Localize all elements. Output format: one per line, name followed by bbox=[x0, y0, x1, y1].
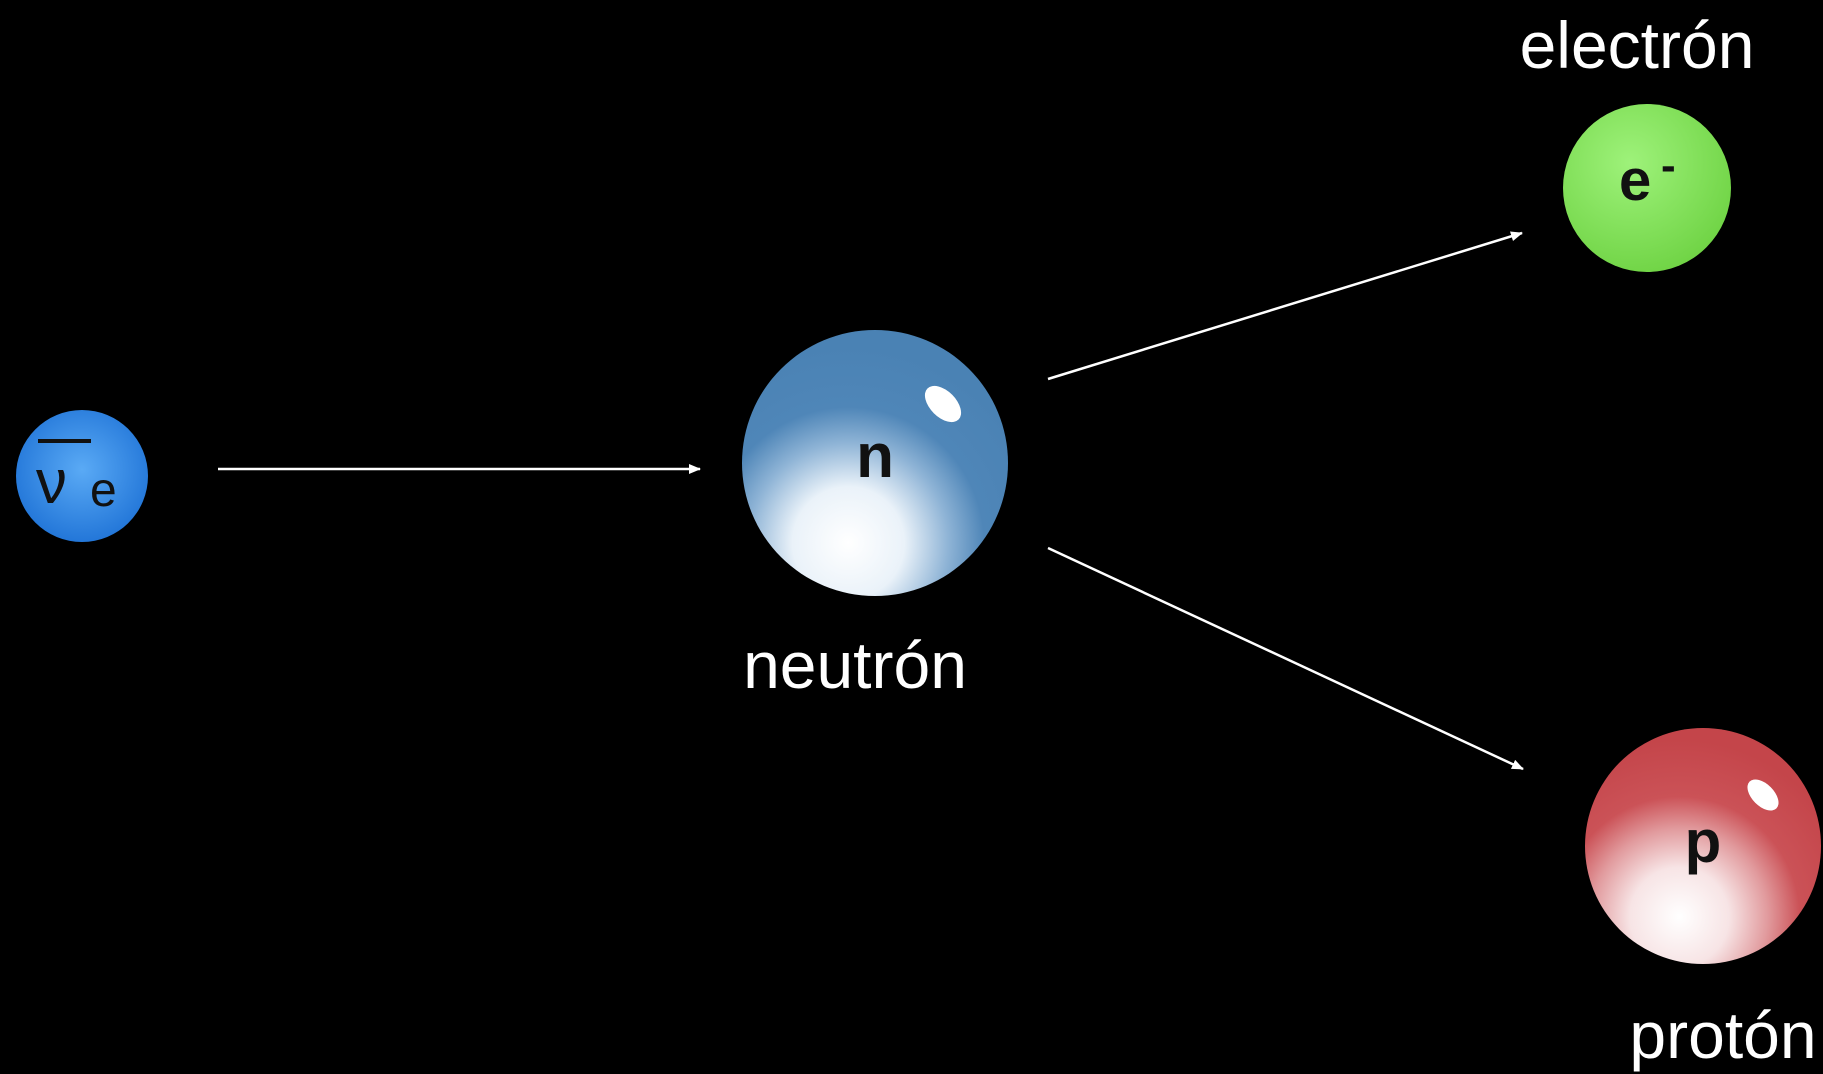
neutron-particle: n bbox=[742, 330, 1008, 596]
electron-symbol: e bbox=[1619, 148, 1651, 213]
neutron-symbol: n bbox=[856, 422, 894, 491]
electron-particle: e - bbox=[1563, 104, 1731, 272]
electron-label: electrón bbox=[1520, 8, 1755, 82]
antineutrino-symbol: ν bbox=[36, 448, 67, 517]
proton-label: protón bbox=[1629, 998, 1816, 1072]
arrow-to-proton bbox=[1048, 548, 1523, 769]
proton-symbol: p bbox=[1685, 808, 1722, 875]
antineutrino-subscript: e bbox=[90, 464, 117, 517]
arrow-to-electron bbox=[1048, 233, 1522, 379]
neutron-label: neutrón bbox=[743, 628, 967, 702]
electron-charge: - bbox=[1661, 141, 1676, 190]
proton-particle: p bbox=[1585, 728, 1821, 964]
antineutrino-particle: ν e bbox=[16, 410, 148, 542]
